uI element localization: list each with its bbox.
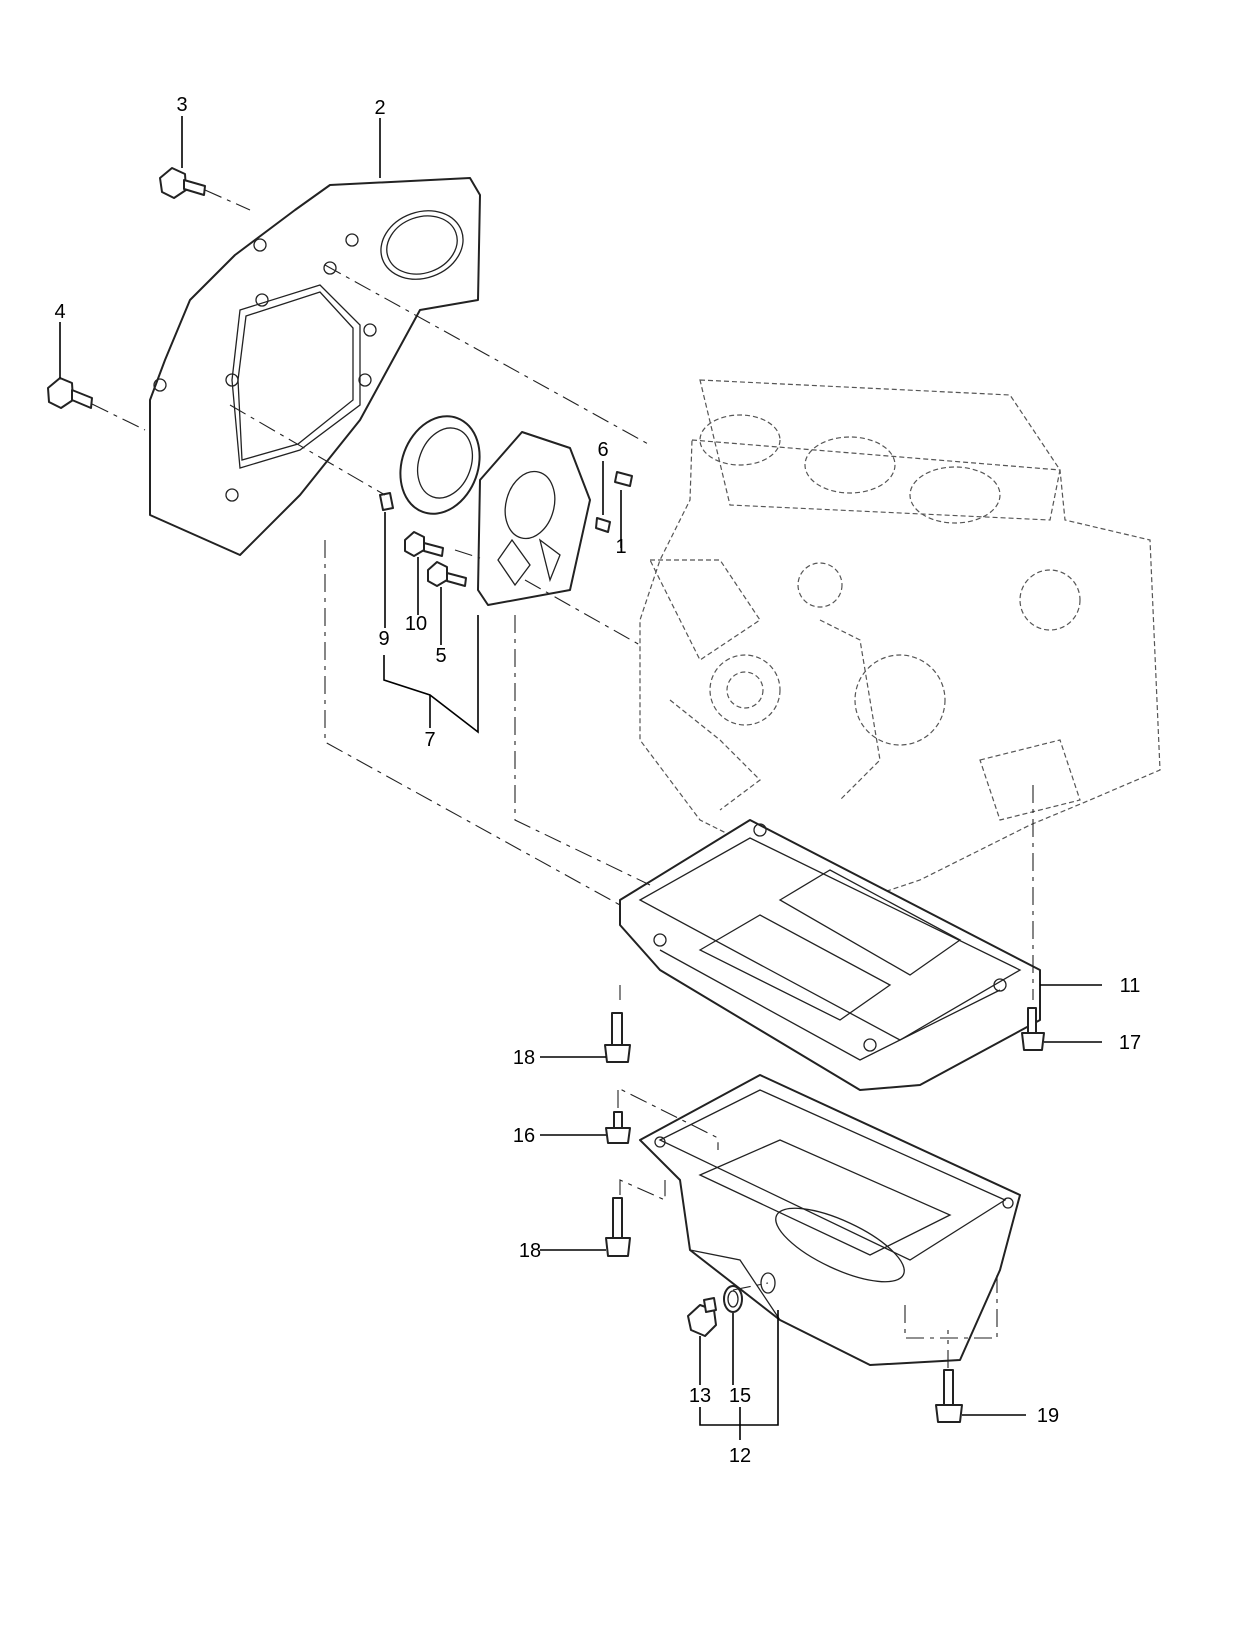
callout-5: 5 [435, 645, 446, 667]
callouts: 3 2 4 6 1 10 9 5 7 11 17 18 16 18 13 15 … [54, 94, 1141, 1467]
callout-7: 7 [424, 729, 435, 751]
seal-retainer-7 [477, 431, 591, 606]
callout-18-lower: 18 [519, 1240, 541, 1262]
oil-seal-9 [379, 415, 481, 515]
callout-19: 19 [1037, 1405, 1059, 1427]
bolt-4 [47, 377, 146, 431]
oil-pan-lower [639, 1074, 1021, 1366]
callout-13: 13 [689, 1385, 711, 1407]
pan-bolts [604, 1007, 1045, 1423]
callout-15: 15 [729, 1385, 751, 1407]
callout-17: 17 [1119, 1032, 1141, 1054]
callout-1: 1 [615, 536, 626, 558]
oil-pan-upper [619, 819, 1041, 1091]
callout-10: 10 [405, 613, 427, 635]
callout-11: 11 [1120, 975, 1141, 997]
bolt-3 [159, 167, 251, 211]
callout-9: 9 [378, 628, 389, 650]
callout-2: 2 [374, 97, 385, 119]
callout-6: 6 [597, 439, 608, 461]
retainer-bolts [404, 531, 467, 587]
callout-16: 16 [513, 1125, 535, 1147]
engine-block [639, 379, 1161, 901]
callout-12: 12 [729, 1445, 751, 1467]
drain-plug-13 [687, 1297, 717, 1337]
dowel-pins [595, 471, 633, 533]
callout-3: 3 [176, 94, 187, 116]
alignment-lines [229, 264, 1034, 1368]
rear-plate [149, 177, 481, 556]
leader-lines [59, 116, 1102, 1440]
callout-4: 4 [54, 301, 65, 323]
washer-15 [723, 1285, 743, 1313]
callout-18-upper: 18 [513, 1047, 535, 1069]
